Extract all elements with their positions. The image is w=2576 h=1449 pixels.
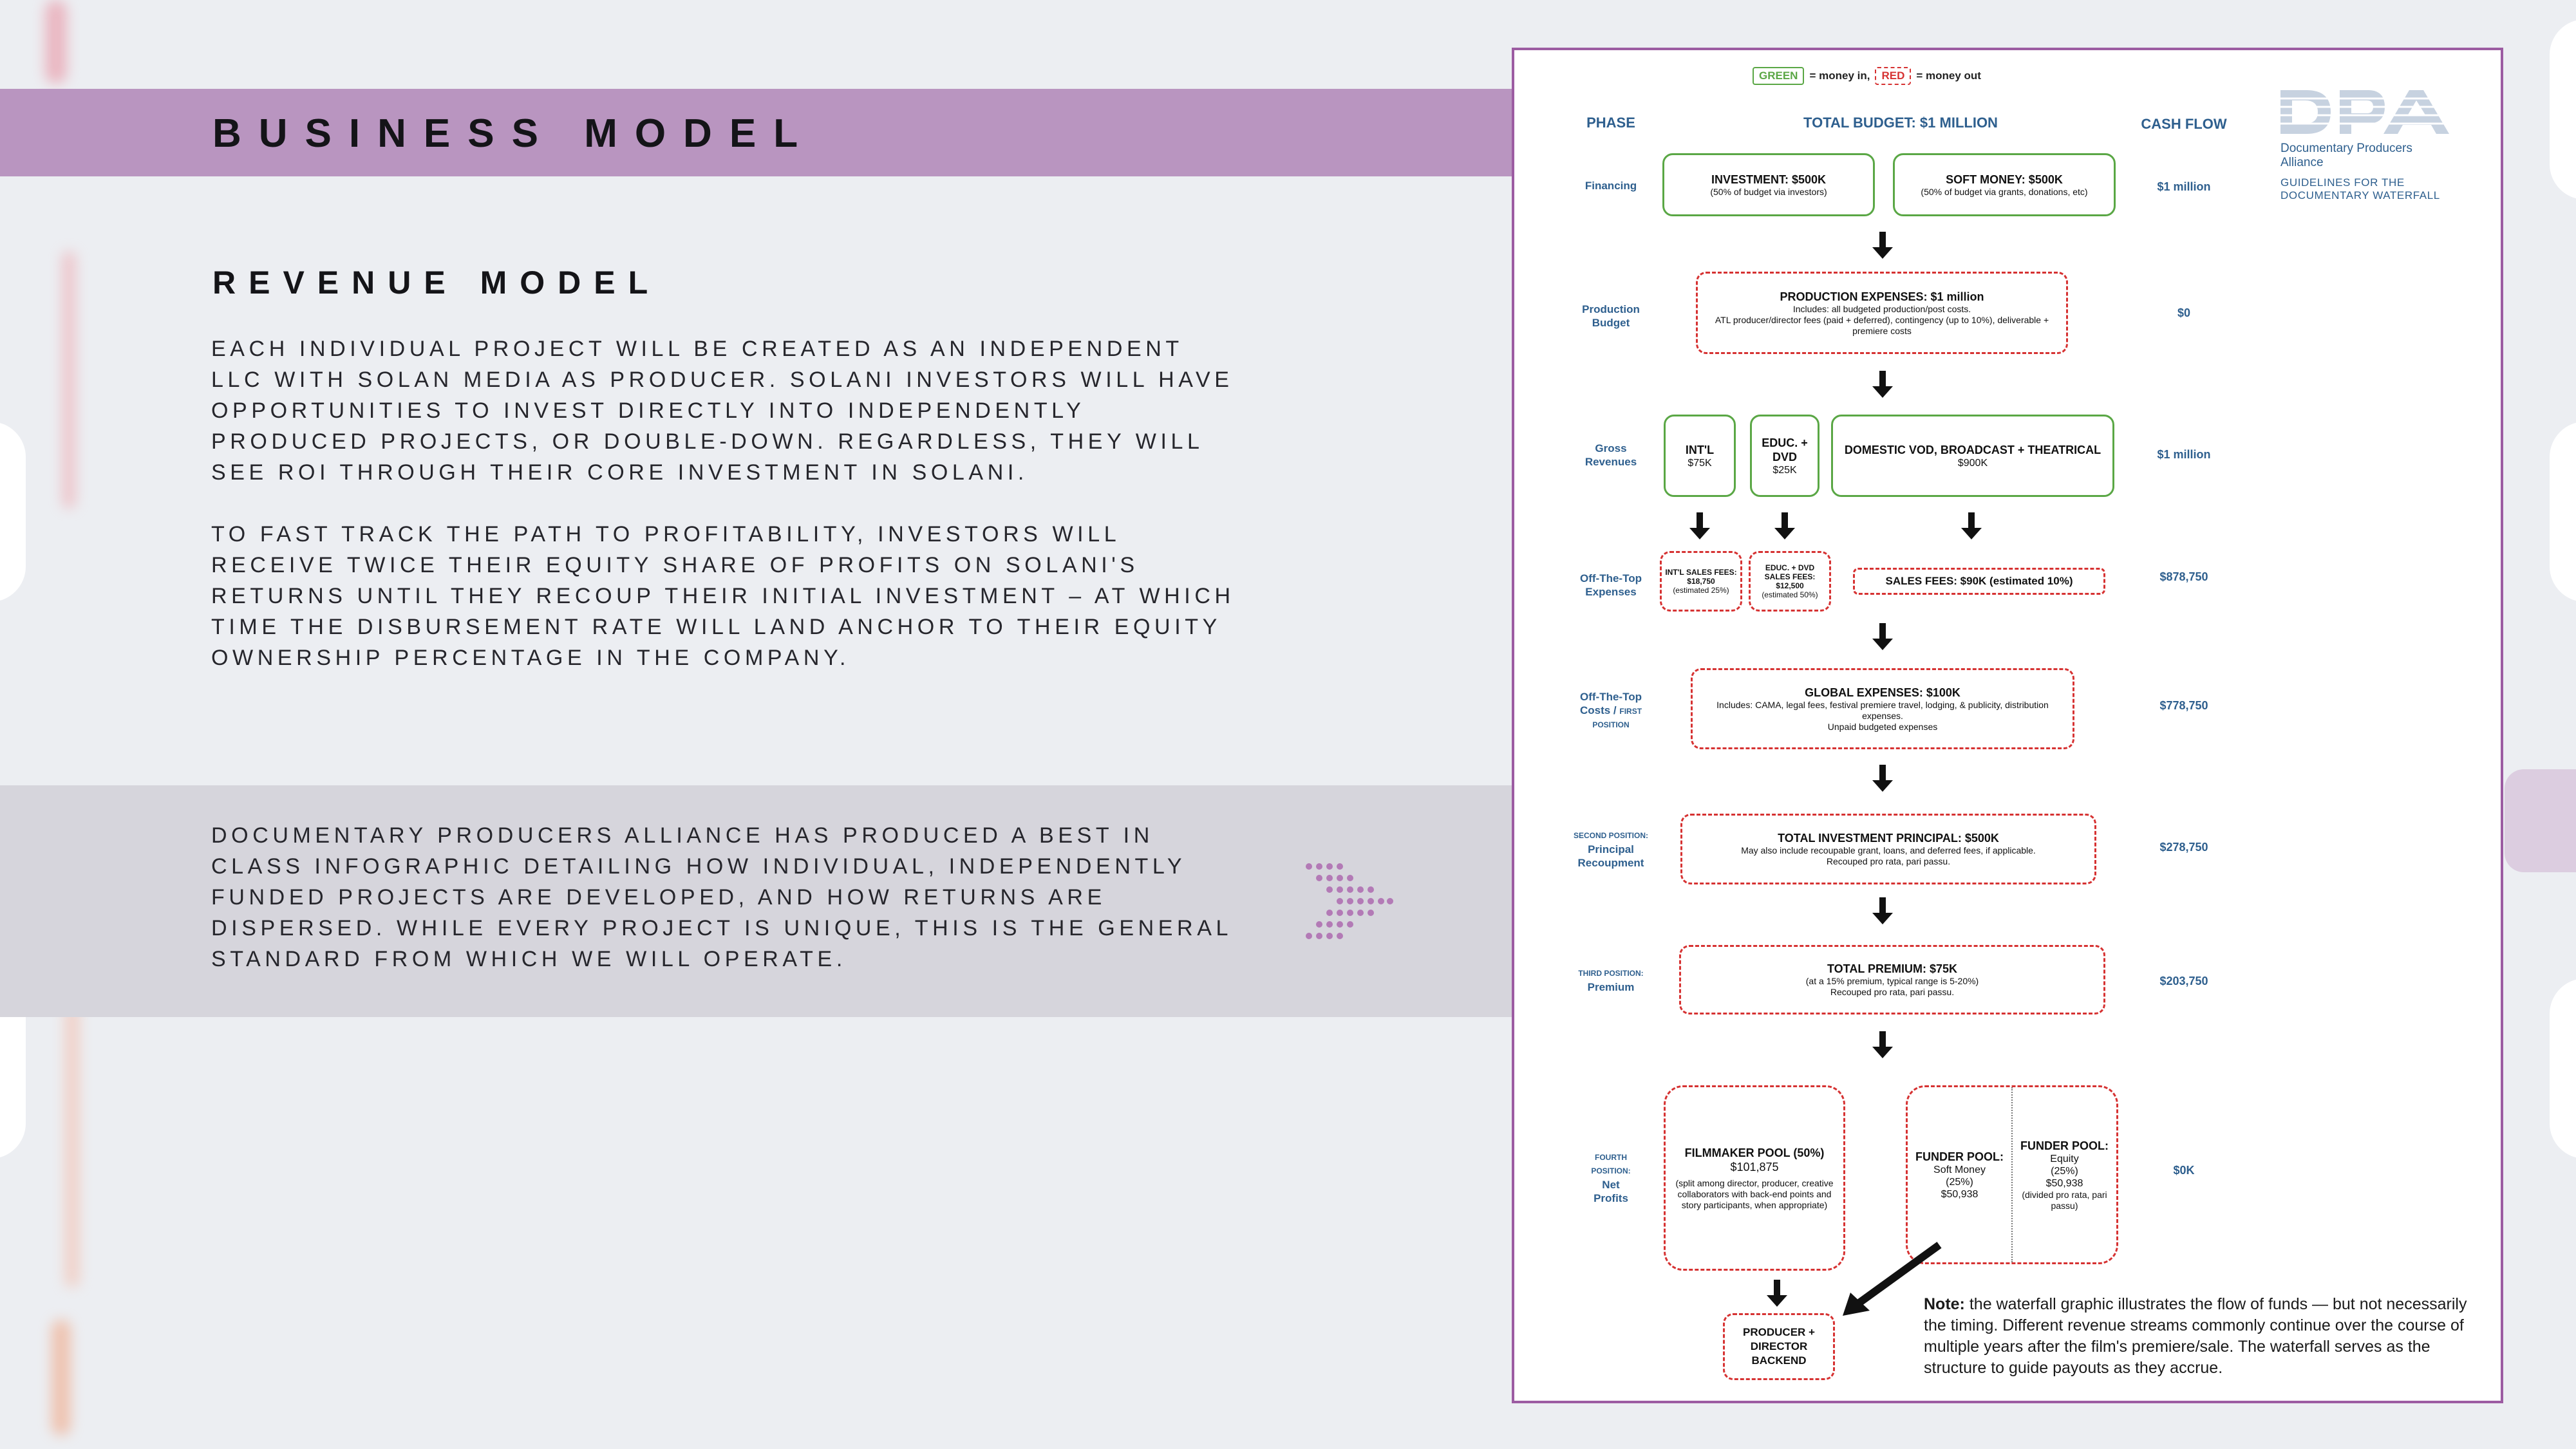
decorative-streak — [62, 251, 76, 509]
intl-sales-fees-box: INT'L SALES FEES: $18,750 (estimated 25%… — [1660, 551, 1742, 612]
header-phase: PHASE — [1586, 115, 1635, 131]
header-total-budget: TOTAL BUDGET: $1 MILLION — [1803, 115, 1998, 131]
cash-flow-ott: $878,750 — [2159, 570, 2208, 583]
revenue-paragraph-3: Documentary Producers Alliance has produ… — [211, 823, 1232, 971]
intl-revenue-box: INT'L $75K — [1664, 415, 1736, 497]
revenue-paragraph-2: To fast track the path to profitability,… — [211, 522, 1235, 670]
edge-notch — [2550, 978, 2576, 1159]
color-legend: GREEN = money in, RED = money out — [1753, 67, 1981, 85]
gray-band — [0, 785, 1512, 1017]
decorative-streak — [52, 1320, 71, 1435]
producer-director-backend-box: PRODUCER + DIRECTOR BACKEND — [1723, 1313, 1835, 1380]
header-cash-flow: CASH FLOW — [2141, 116, 2227, 132]
funder-pool-soft-money: FUNDER POOL: Soft Money (25%) $50,938 — [1915, 1150, 2004, 1200]
dpa-org-name: Documentary Producers Alliance — [2280, 142, 2412, 169]
cash-flow-financing: $1 million — [2157, 180, 2211, 193]
decorative-streak — [45, 0, 67, 84]
decorative-streak — [64, 1004, 80, 1287]
section-title: REVENUE MODEL — [212, 265, 661, 301]
dotted-chevron-icon — [1306, 863, 1393, 939]
phase-financing: Financing — [1584, 180, 1637, 192]
cash-flow-fourth: $0K — [2173, 1164, 2195, 1177]
investment-box: INVESTMENT: $500K (50% of budget via inv… — [1662, 153, 1875, 216]
revenue-paragraph-1: Each individual project will be created … — [211, 337, 1234, 485]
funder-pool-box: FUNDER POOL: Soft Money (25%) $50,938 FU… — [1906, 1085, 2118, 1264]
educ-dvd-revenue-box: EDUC. + DVD $25K — [1750, 415, 1819, 497]
legend-red-text: = money out — [1916, 70, 1981, 82]
waterfall-note: Note: the waterfall graphic illustrates … — [1924, 1295, 2467, 1377]
legend-green-tag: GREEN — [1753, 67, 1805, 85]
edge-tab — [2505, 769, 2576, 872]
investment-principal-box: TOTAL INVESTMENT PRINCIPAL: $500K May al… — [1680, 814, 2096, 884]
soft-money-box: SOFT MONEY: $500K (50% of budget via gra… — [1893, 153, 2116, 216]
premium-box: TOTAL PREMIUM: $75K (at a 15% premium, t… — [1679, 945, 2105, 1014]
sales-fees-box: SALES FEES: $90K (estimated 10%) — [1853, 568, 2105, 595]
cash-flow-third: $203,750 — [2159, 975, 2208, 987]
legend-red-tag: RED — [1875, 67, 1912, 85]
legend-green-text: = money in, — [1809, 70, 1870, 82]
cash-flow-second: $278,750 — [2159, 841, 2208, 854]
funder-pool-equity: FUNDER POOL: Equity (25%) $50,938 (divid… — [2020, 1139, 2109, 1211]
page-title: BUSINESS MODEL — [212, 111, 816, 156]
edge-notch — [0, 422, 26, 602]
phase-third-position: THIRD POSITION:Premium — [1578, 969, 1644, 993]
waterfall-infographic: GREEN = money in, RED = money out PHASE … — [1512, 48, 2503, 1403]
global-expenses-box: GLOBAL EXPENSES: $100K Includes: CAMA, l… — [1691, 668, 2074, 749]
filmmaker-pool-box: FILMMAKER POOL (50%) $101,875 (split amo… — [1664, 1085, 1845, 1271]
diagonal-arrow-icon — [1843, 1242, 1942, 1316]
funder-pool-divider — [2011, 1087, 2013, 1262]
production-expenses-box: PRODUCTION EXPENSES: $1 million Includes… — [1696, 272, 2068, 354]
cash-flow-gross: $1 million — [2157, 448, 2211, 461]
dpa-logo-mark — [2280, 90, 2449, 134]
title-band — [0, 89, 1512, 176]
edge-notch — [2550, 422, 2576, 602]
edge-notch — [2550, 19, 2576, 200]
domestic-revenue-box: DOMESTIC VOD, BROADCAST + THEATRICAL $90… — [1831, 415, 2114, 497]
cash-flow-first: $778,750 — [2159, 699, 2208, 712]
educ-dvd-sales-fees-box: EDUC. + DVD SALES FEES: $12,500 (estimat… — [1749, 551, 1831, 612]
cash-flow-production: $0 — [2177, 306, 2191, 319]
dpa-logo: Documentary Producers Alliance GUIDELINE… — [2280, 88, 2454, 202]
